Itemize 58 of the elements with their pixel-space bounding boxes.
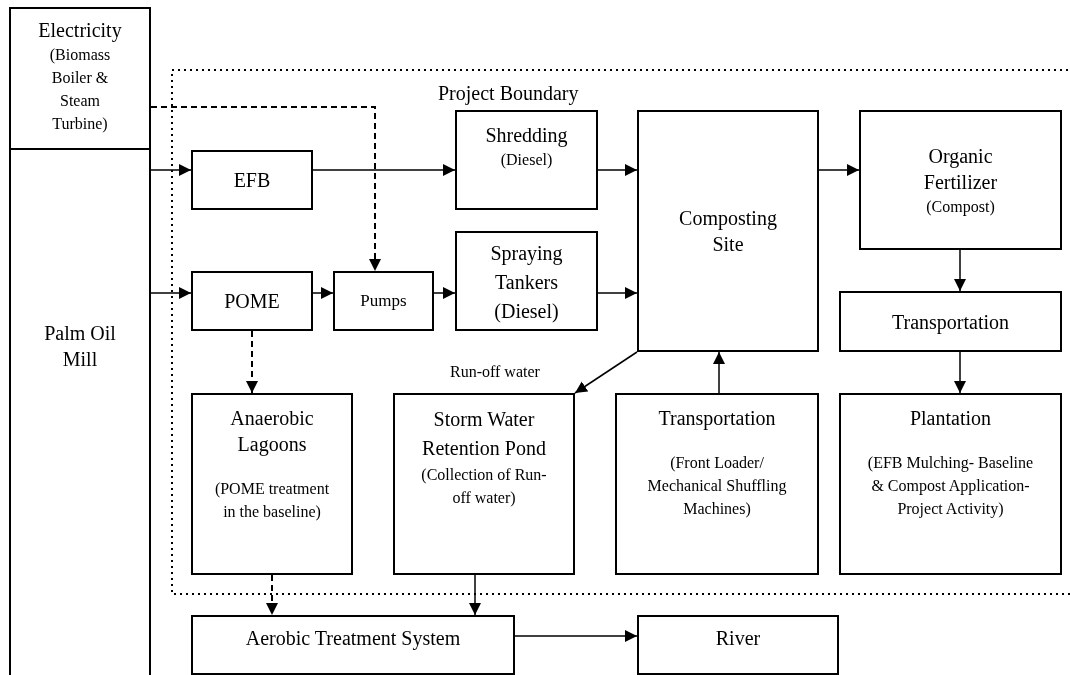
process-box — [839, 393, 1062, 575]
arrow — [818, 164, 860, 176]
arrow — [597, 164, 638, 176]
box-title: Pumps — [360, 290, 407, 312]
boundary-label: Project Boundary — [438, 81, 579, 105]
arrow — [312, 164, 456, 176]
box-title: Plantation — [909, 406, 992, 431]
box-note: (Biomass Boiler & Steam Turbine) — [48, 45, 112, 134]
process-box — [191, 615, 515, 675]
box-note: (Collection of Run-off water) — [420, 465, 548, 508]
arrow — [954, 351, 966, 394]
arrow — [597, 287, 638, 299]
process-box — [9, 148, 151, 675]
box-title: Composting Site — [678, 206, 778, 257]
arrow — [150, 287, 192, 299]
box-title: Aerobic Treatment System — [245, 626, 461, 651]
box-title: POME — [224, 289, 280, 314]
process-box — [9, 7, 151, 150]
box-title: Electricity — [38, 18, 122, 43]
process-box — [839, 291, 1062, 352]
box-title: Shredding — [485, 123, 568, 148]
box-title: Storm Water Retention Pond — [421, 407, 547, 461]
process-box — [191, 271, 313, 331]
arrow — [433, 287, 456, 299]
process-box — [637, 110, 819, 352]
process-box — [455, 231, 598, 331]
process-box — [191, 150, 313, 210]
arrow — [312, 287, 334, 299]
box-title: Spraying Tankers (Diesel) — [489, 241, 564, 324]
arrow — [150, 106, 381, 272]
arrow — [469, 574, 481, 616]
box-title: Anaerobic Lagoons — [229, 406, 315, 457]
box-note: (Front Loader/ Mechanical Shuffling Machines) — [646, 453, 788, 520]
arrow — [574, 351, 638, 394]
process-box — [859, 110, 1062, 250]
box-note: (EFB Mulching- Baseline & Compost Application- Project Activity) — [866, 453, 1035, 520]
box-title: EFB — [233, 168, 271, 193]
arrow — [514, 630, 638, 642]
arrow — [713, 351, 725, 394]
arrow — [150, 164, 192, 176]
box-note: (POME treatment in the baseline) — [213, 479, 331, 523]
process-box — [637, 615, 839, 675]
box-note: (Diesel) — [500, 150, 553, 171]
arrow — [246, 330, 258, 394]
process-box — [455, 110, 598, 210]
arrow — [266, 574, 278, 616]
process-box — [393, 393, 575, 575]
process-box — [191, 393, 353, 575]
box-title: Palm Oil Mill — [43, 321, 117, 372]
box-title: River — [715, 626, 761, 651]
arrow — [954, 249, 966, 292]
box-title: Transportation — [658, 406, 776, 431]
project-boundary — [171, 69, 1070, 595]
box-title: Transportation — [891, 309, 1009, 335]
process-box — [615, 393, 819, 575]
box-note: (Compost) — [926, 196, 995, 218]
box-title: Organic Fertilizer — [922, 143, 999, 195]
process-box — [333, 271, 434, 331]
